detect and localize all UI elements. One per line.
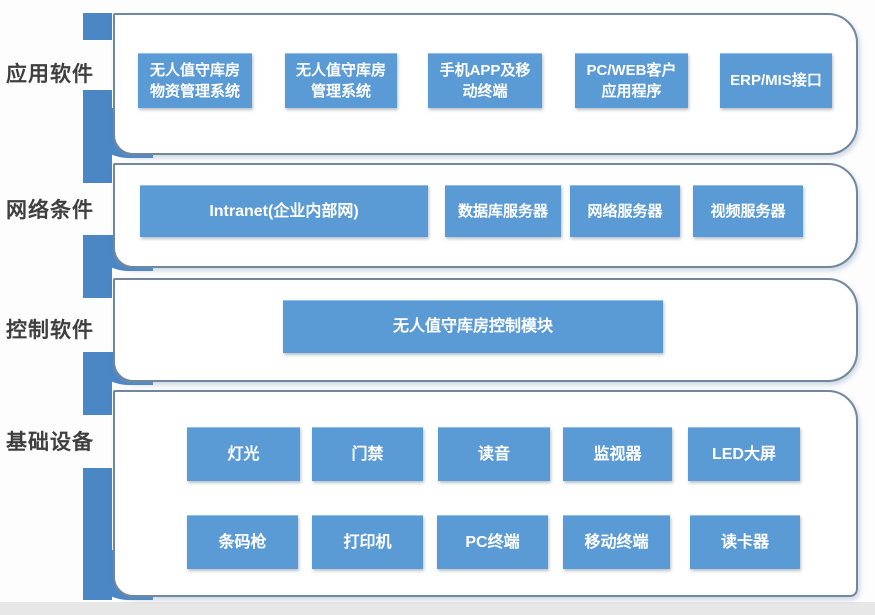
layer-label-application-software: 应用软件 [6, 63, 94, 86]
layer-label-control-software: 控制软件 [6, 319, 94, 342]
layer-label-network-conditions: 网络条件 [6, 199, 94, 222]
bar-notch-3 [79, 298, 114, 352]
node-intranet: Intranet(企业内部网) [140, 185, 428, 237]
node-video-server: 视频服务器 [693, 185, 803, 237]
node-access-control: 门禁 [312, 427, 423, 481]
node-db-server: 数据库服务器 [445, 185, 561, 237]
bar-notch-1 [79, 40, 114, 90]
node-warehouse-mgmt-system: 无人值守库房 管理系统 [285, 53, 397, 108]
node-monitor: 监视器 [563, 427, 672, 481]
node-mobile-terminal: 移动终端 [563, 515, 670, 569]
node-audio: 读音 [438, 427, 550, 481]
bar-notch-2 [79, 183, 114, 235]
node-pc-terminal: PC终端 [437, 515, 548, 569]
node-materials-mgmt-system: 无人值守库房 物资管理系统 [138, 53, 252, 108]
node-printer: 打印机 [312, 515, 423, 569]
node-pc-web-client: PC/WEB客户 应用程序 [575, 53, 688, 108]
node-mobile-app-terminal: 手机APP及移 动终端 [428, 53, 542, 108]
node-led-screen: LED大屏 [688, 427, 800, 481]
bar-notch-4 [79, 415, 114, 468]
node-barcode-gun: 条码枪 [187, 515, 298, 569]
node-erp-mis-interface: ERP/MIS接口 [720, 53, 832, 108]
node-control-module: 无人值守库房控制模块 [283, 300, 663, 353]
node-card-reader: 读卡器 [690, 515, 800, 569]
layer-label-basic-equipment: 基础设备 [6, 431, 94, 454]
node-lighting: 灯光 [187, 427, 300, 481]
page-bottom-band [0, 602, 875, 615]
node-web-server: 网络服务器 [570, 185, 680, 237]
